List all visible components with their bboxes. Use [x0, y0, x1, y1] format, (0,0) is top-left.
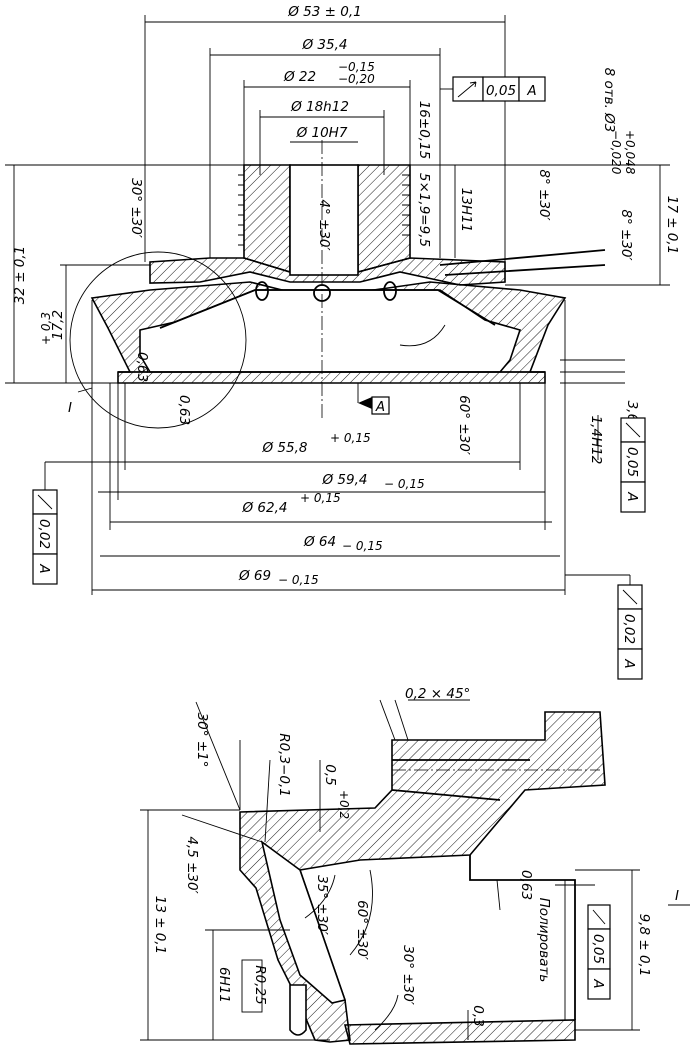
dim-r03: R0,3−0,1: [276, 733, 292, 797]
dim-ang60: 60° ±30′: [456, 395, 472, 455]
dim-h17: 17 ± 0,1: [664, 196, 680, 255]
tolerance-frame-2: 0,05 A: [620, 417, 646, 513]
detail-tolerance-frame: 0,05 A: [587, 904, 611, 1000]
datum-a-label: A: [375, 399, 385, 415]
dim-d69: Ø 69: [238, 568, 271, 584]
rough-063-a: 0,63: [134, 352, 150, 382]
svg-text:0,02: 0,02: [36, 519, 52, 549]
dim-d64: Ø 64: [303, 534, 336, 550]
tolerance-frame-1: 0,05 A: [440, 76, 546, 102]
svg-text:0,02: 0,02: [621, 614, 637, 644]
dim-d64-tol: − 0,15: [342, 539, 383, 553]
detail-rough: 0,63: [518, 870, 534, 900]
dim-ang8a: 8° ±30′: [536, 169, 552, 220]
dim-d62: Ø 62,4: [242, 500, 288, 516]
dim-d53: Ø 53 ± 0,1: [287, 4, 361, 20]
dim-d59-tol: − 0,15: [384, 477, 425, 491]
dim-d62-tol: + 0,15: [300, 491, 341, 505]
dim-d55-tol: + 0,15: [330, 431, 371, 445]
dim-ang30: 30° ±30′: [128, 178, 144, 238]
dim-h13: 13H11: [458, 188, 474, 233]
dim-ang8b: 8° ±30′: [618, 209, 634, 260]
svg-text:A: A: [36, 563, 52, 573]
dim-h17-2-tol: + 0,3: [39, 312, 53, 345]
dim-h9-8: 9,8 ± 0,1: [636, 914, 652, 977]
dim-chamfer: 0,2 × 45°: [405, 686, 470, 702]
tolerance-frame-4: 0,02 A: [617, 584, 643, 680]
dim-ang4-5: 4,5 ±30′: [184, 836, 200, 893]
dim-h6: 6H11: [216, 967, 232, 1003]
detail-label-i: I: [68, 400, 72, 416]
svg-text:0,05: 0,05: [624, 447, 640, 477]
dim-holes-tol-up: +0,048: [623, 130, 637, 175]
rough-063-b: 0,63: [176, 395, 192, 425]
detail-view-label: I: [675, 888, 679, 904]
dim-ang30-1: 30° ±1°: [194, 713, 210, 768]
dim-teeth: 5×1,9=9,5: [416, 173, 432, 247]
dim-d59: Ø 59,4: [322, 472, 368, 488]
dim-d22-tol-up: −0,15: [338, 60, 375, 74]
dim-ang60: 60° ±30′: [354, 900, 370, 960]
svg-text:0,05: 0,05: [486, 83, 516, 99]
dim-d55: Ø 55,8: [262, 440, 308, 456]
dim-ang4: 4° ±30′: [316, 199, 332, 250]
dim-holes: 8 отв. Ø3: [601, 68, 617, 133]
dim-d18: Ø 18h12: [290, 99, 349, 115]
dim-holes-tol-dn: −0,020: [609, 130, 623, 175]
detail-circle: [69, 251, 247, 429]
dim-h13: 13 ± 0,1: [152, 896, 168, 955]
dim-d69-tol: − 0,15: [278, 573, 319, 587]
dim-d22-tol-dn: −0,20: [338, 72, 375, 86]
dim-d10: Ø 10H7: [296, 125, 348, 141]
section-view-main: A Ø 53 ± 0,1 Ø 35,4 Ø 22 −0,15 −0,20 Ø 1…: [5, 4, 680, 680]
dim-d05: 0,5: [322, 764, 338, 785]
dim-d22: Ø 22: [283, 69, 316, 85]
dim-d0-3: 0,3: [470, 1005, 486, 1026]
dim-d05-tol: +0,2: [337, 790, 351, 819]
dim-h1-4: 1,4H12: [588, 416, 604, 465]
svg-text:A: A: [590, 978, 606, 988]
svg-text:A: A: [526, 83, 536, 99]
dim-r025: R0,25: [252, 965, 268, 1004]
dim-h17-2: 17,2: [50, 310, 66, 340]
dim-d35: Ø 35,4: [302, 37, 348, 53]
svg-text:A: A: [621, 658, 637, 668]
detail-polish: Полировать: [536, 898, 552, 983]
tolerance-frame-3: 0,02 A: [32, 489, 58, 585]
dim-ang30: 30° ±30′: [400, 945, 416, 1005]
dim-h16: 16±0,15: [416, 101, 432, 160]
dim-h32: 32 ± 0,1: [12, 246, 28, 305]
dim-ang35: 35° ±30′: [314, 875, 330, 935]
svg-text:0,05: 0,05: [590, 934, 606, 964]
detail-view-i: 0,2 × 45° 30° ±1° R0,3−0,1 0,5 +0,2 4,5 …: [140, 686, 690, 1045]
svg-text:A: A: [624, 491, 640, 501]
